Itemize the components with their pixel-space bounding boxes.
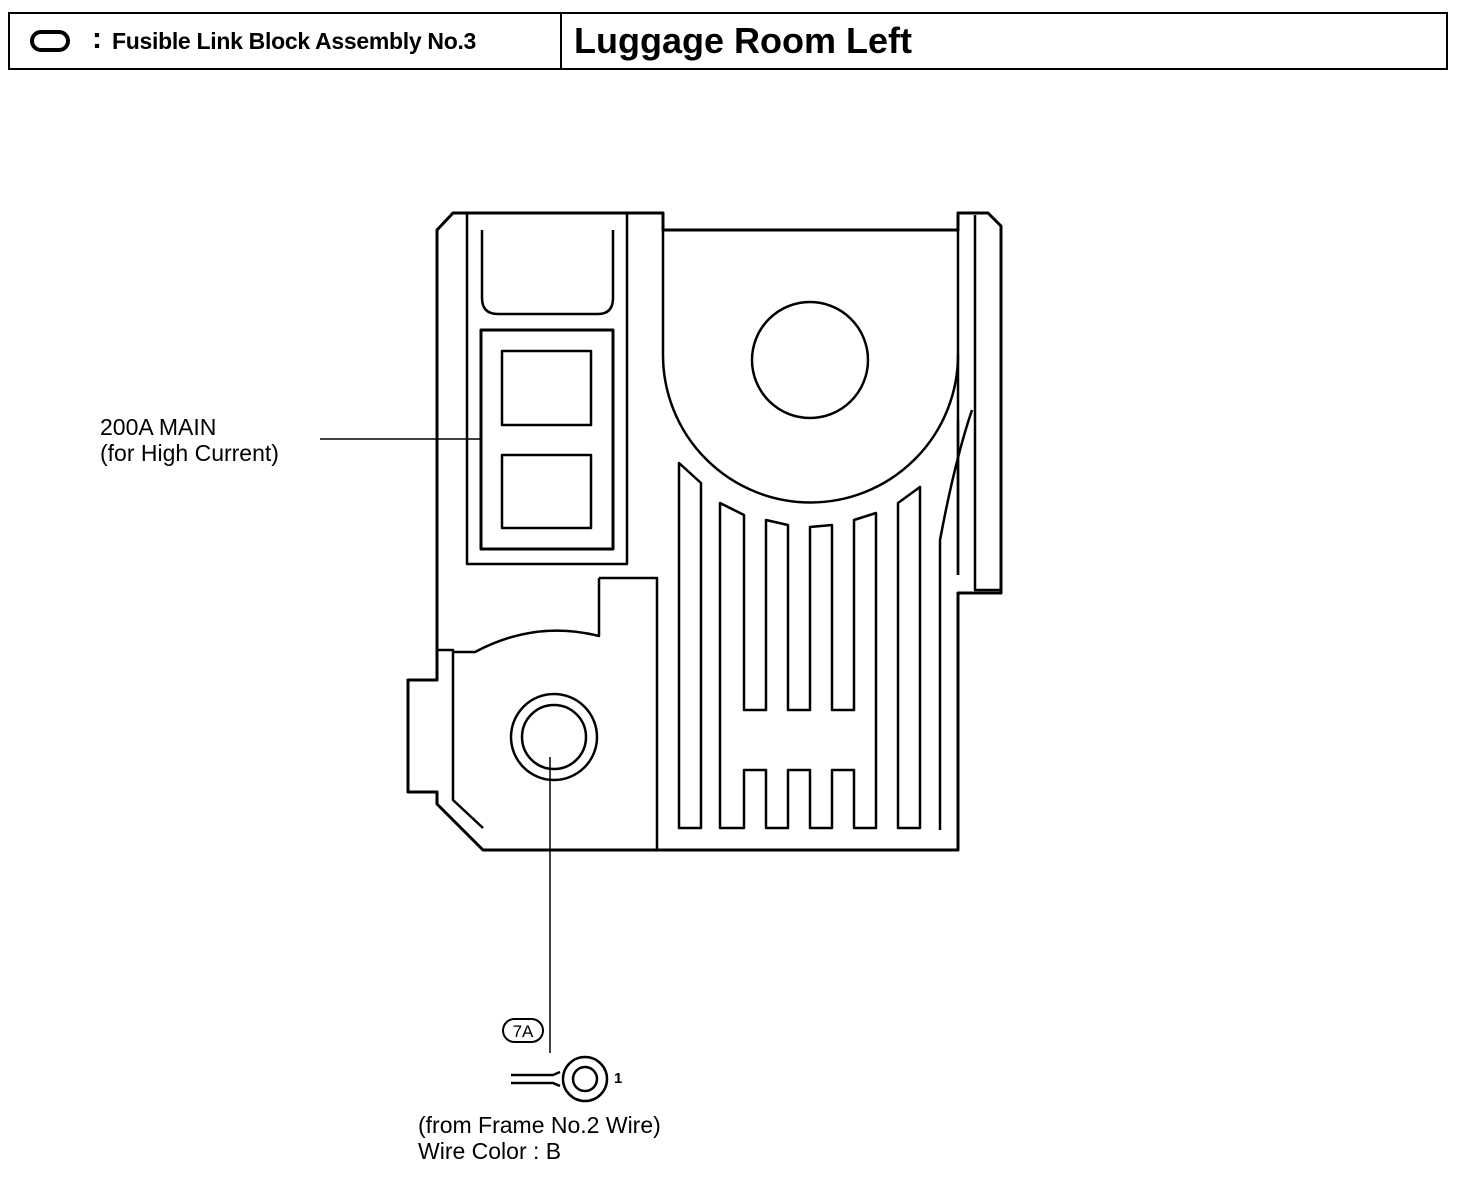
fuse-top-cup xyxy=(480,230,615,316)
terminal-stud-outer xyxy=(509,692,599,782)
right-rail xyxy=(956,215,1001,592)
terminal-stud-inner xyxy=(520,703,588,771)
fuse-terminal-lower xyxy=(500,453,593,530)
wire-label: (from Frame No.2 Wire) Wire Color : B xyxy=(418,1112,661,1164)
right-rail-curve xyxy=(938,409,974,830)
header-component-cell: : Fusible Link Block Assembly No.3 xyxy=(10,14,562,68)
cooling-fin-1 xyxy=(677,461,703,830)
location-title: Luggage Room Left xyxy=(574,20,912,61)
cooling-fin-3 xyxy=(896,485,922,830)
connector-code: 7A xyxy=(513,1022,534,1041)
fuse-name: 200A MAIN xyxy=(100,414,217,440)
terminal-number: 1 xyxy=(614,1070,622,1087)
dome-cover xyxy=(661,230,960,504)
connector-code-oval xyxy=(502,1018,544,1043)
component-name: Fusible Link Block Assembly No.3 xyxy=(112,27,477,54)
wire-source: (from Frame No.2 Wire) xyxy=(418,1112,661,1138)
ring-terminal-icon xyxy=(511,1055,609,1103)
terminal-seat xyxy=(453,576,659,850)
cooling-fin-2 xyxy=(718,501,878,830)
wire-color: Wire Color : B xyxy=(418,1138,562,1164)
fuse-note: (for High Current) xyxy=(100,440,279,466)
housing-inner-edge xyxy=(437,648,484,829)
block-housing-outline xyxy=(406,211,1003,852)
fuse-label: 200A MAIN (for High Current) xyxy=(100,414,279,466)
diagram-header: : Fusible Link Block Assembly No.3 Lugga… xyxy=(8,12,1448,70)
oval-symbol-icon xyxy=(30,30,70,52)
fuse-terminal-upper xyxy=(500,349,593,427)
mounting-hole xyxy=(750,300,870,420)
header-colon: : xyxy=(92,22,102,55)
fuse-compartment-frame xyxy=(465,213,629,566)
